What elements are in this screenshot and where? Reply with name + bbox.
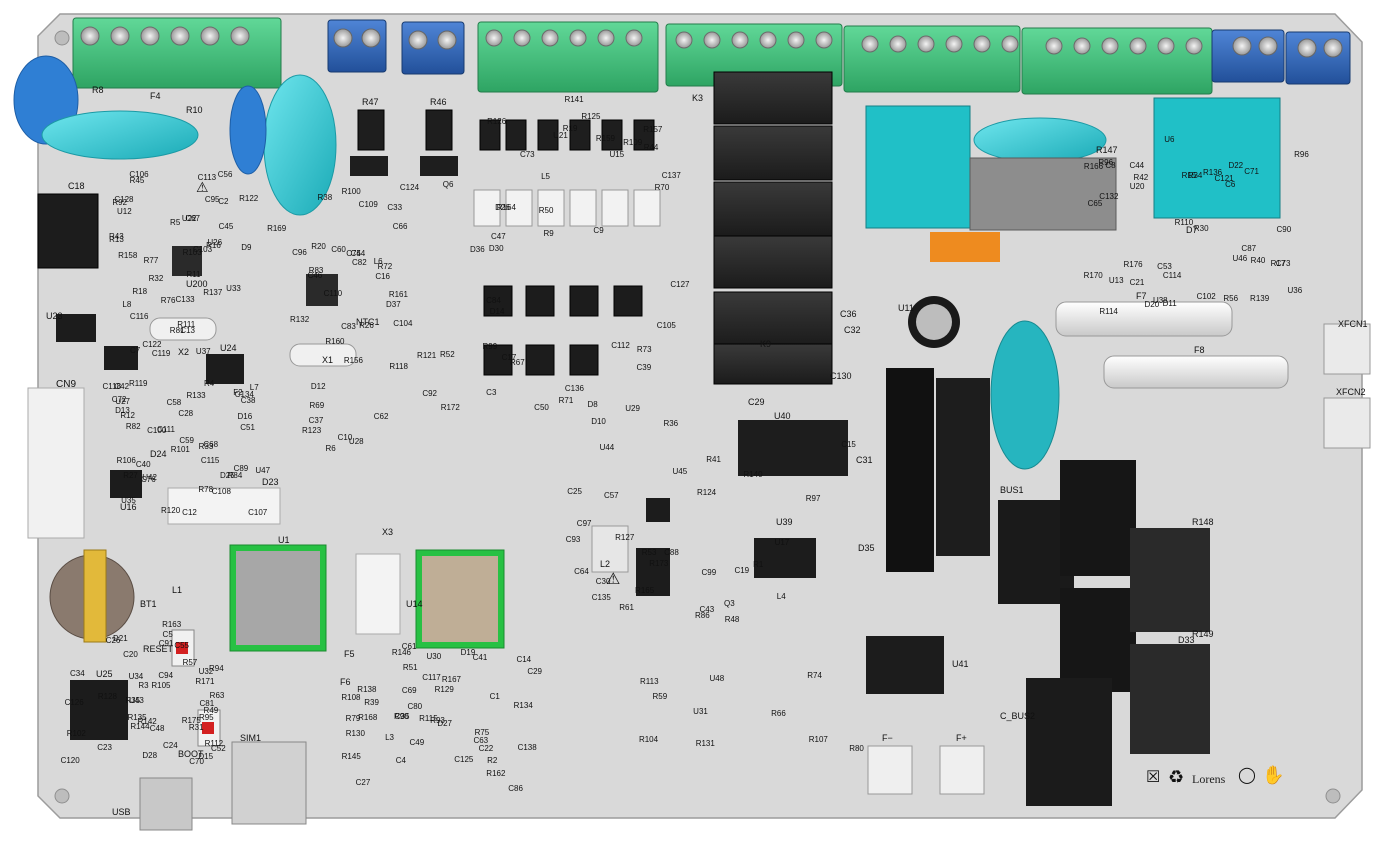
resistor-r47 bbox=[357, 109, 385, 151]
resistor-r46 bbox=[425, 109, 453, 151]
transformer-u40 bbox=[738, 420, 848, 476]
connector-cn9 bbox=[27, 387, 85, 539]
terminal-block-green-5 bbox=[1021, 27, 1213, 95]
ic-u22 bbox=[646, 498, 670, 522]
ic-u16 bbox=[110, 470, 142, 498]
ic-u200 bbox=[172, 246, 202, 276]
relay-column bbox=[713, 71, 833, 385]
usb-connector bbox=[139, 777, 193, 831]
ic-u39 bbox=[754, 538, 816, 578]
mosfet-4 bbox=[1130, 644, 1210, 754]
capacitor-bus2 bbox=[1026, 678, 1112, 806]
transistor-xfcn2 bbox=[1323, 397, 1371, 449]
ic-grid bbox=[483, 285, 643, 376]
terminal-block-green-1 bbox=[72, 17, 282, 89]
relay-small-left bbox=[37, 193, 99, 269]
terminal-block-blue-1 bbox=[327, 19, 387, 73]
ic-u24 bbox=[206, 354, 244, 384]
regulator-d17 bbox=[636, 548, 670, 596]
terminal-block-blue-3 bbox=[1211, 29, 1285, 83]
mosfet-3 bbox=[1130, 528, 1210, 632]
mosfet-1 bbox=[1060, 460, 1136, 576]
terminal-block-green-4 bbox=[843, 25, 1021, 93]
mounting-hole bbox=[54, 788, 70, 804]
reset-button-red bbox=[176, 642, 188, 654]
heatsink-bar bbox=[886, 368, 934, 572]
connector-white-2 bbox=[355, 553, 401, 635]
electrolytic-cap-top bbox=[916, 304, 952, 340]
module-u14-shield bbox=[422, 556, 498, 642]
crystal-x2 bbox=[149, 317, 217, 341]
crystal-x1 bbox=[289, 343, 357, 367]
optocoupler-row bbox=[473, 189, 661, 227]
mounting-hole bbox=[1325, 788, 1341, 804]
varistor-cyan-4 bbox=[990, 320, 1060, 470]
terminal-block-blue-4 bbox=[1285, 31, 1351, 85]
terminal-block-green-3 bbox=[665, 23, 843, 87]
brand-marking: Lorens bbox=[1192, 772, 1226, 786]
igbt-bus1 bbox=[936, 378, 990, 556]
varistor-cyan-3 bbox=[973, 117, 1107, 163]
varistor-cyan-2 bbox=[263, 74, 337, 216]
battery-clip bbox=[83, 549, 107, 643]
boot-button-red bbox=[202, 722, 214, 734]
fuse-f8 bbox=[1103, 355, 1289, 389]
fuse-f7 bbox=[1055, 301, 1233, 337]
relay-cyan-1 bbox=[865, 105, 971, 229]
inductor-2 bbox=[420, 156, 458, 176]
module-u1-shield bbox=[236, 551, 320, 645]
ic-u23 bbox=[56, 314, 96, 342]
terminal-fminus bbox=[867, 745, 913, 795]
terminal-block-green-2 bbox=[477, 21, 659, 93]
ic-u6 bbox=[306, 274, 338, 306]
sim-holder bbox=[231, 741, 307, 825]
mosfet-2 bbox=[1060, 588, 1136, 692]
relay-cyan-2 bbox=[1153, 97, 1281, 219]
ic-soic-left bbox=[104, 346, 138, 370]
ic-u41 bbox=[866, 636, 944, 694]
varistor-cyan-1 bbox=[41, 110, 199, 160]
mounting-hole bbox=[54, 30, 70, 46]
inductor-l2 bbox=[591, 525, 629, 573]
ic-u25 bbox=[70, 680, 128, 740]
transistor-xfcn1 bbox=[1323, 323, 1371, 375]
terminal-fplus bbox=[939, 745, 985, 795]
terminal-block-blue-2 bbox=[401, 21, 465, 75]
connector-white-1 bbox=[167, 487, 281, 525]
relay-gray bbox=[969, 157, 1117, 231]
orange-trimmer bbox=[930, 232, 1000, 262]
inductor-1 bbox=[350, 156, 388, 176]
varistor-blue-2 bbox=[229, 85, 267, 175]
diode-row bbox=[479, 119, 655, 151]
